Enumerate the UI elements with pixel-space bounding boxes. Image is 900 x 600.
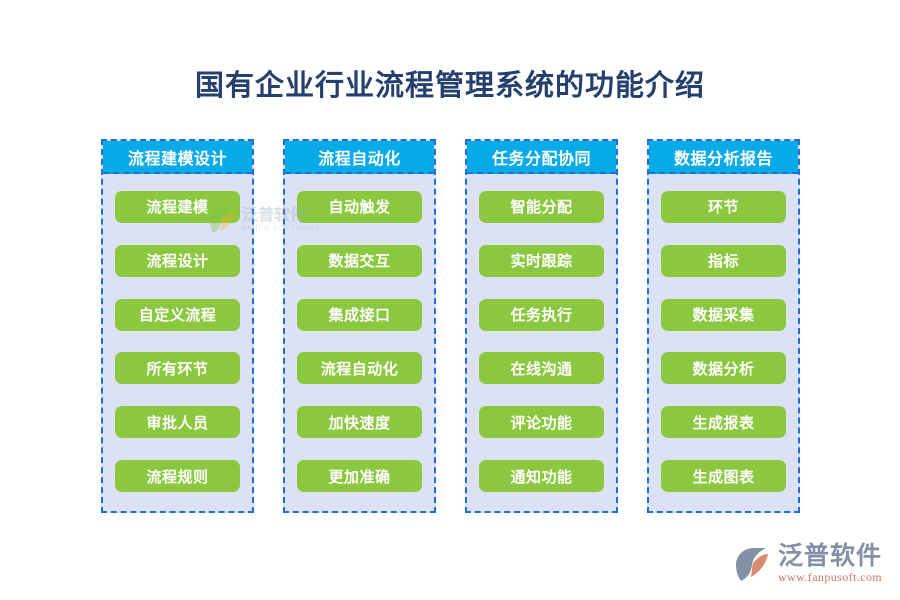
feature-column-1: 流程建模设计 流程建模 流程设计 自定义流程 所有环节 审批人员 流程规则 xyxy=(101,139,254,513)
feature-pill[interactable]: 智能分配 xyxy=(479,190,604,223)
feature-column-3: 任务分配协同 智能分配 实时跟踪 任务执行 在线沟通 评论功能 通知功能 xyxy=(465,139,618,513)
feature-pill[interactable]: 数据交互 xyxy=(297,244,422,277)
feature-pill[interactable]: 自定义流程 xyxy=(115,298,240,331)
column-body-1: 流程建模 流程设计 自定义流程 所有环节 审批人员 流程规则 xyxy=(103,174,252,511)
column-header-4: 数据分析报告 xyxy=(649,141,798,174)
column-body-4: 环节 指标 数据采集 数据分析 生成报表 生成图表 xyxy=(649,174,798,511)
column-body-3: 智能分配 实时跟踪 任务执行 在线沟通 评论功能 通知功能 xyxy=(467,174,616,511)
column-body-2: 自动触发 数据交互 集成接口 流程自动化 加快速度 更加准确 xyxy=(285,174,434,511)
feature-pill[interactable]: 通知功能 xyxy=(479,460,604,493)
feature-pill[interactable]: 所有环节 xyxy=(115,352,240,385)
feature-pill[interactable]: 流程自动化 xyxy=(297,352,422,385)
feature-pill[interactable]: 数据采集 xyxy=(661,298,786,331)
feature-pill[interactable]: 任务执行 xyxy=(479,298,604,331)
feature-pill[interactable]: 生成图表 xyxy=(661,460,786,493)
page-title: 国有企业行业流程管理系统的功能介绍 xyxy=(194,70,705,102)
feature-pill[interactable]: 集成接口 xyxy=(297,298,422,331)
feature-pill[interactable]: 实时跟踪 xyxy=(479,244,604,277)
feature-columns: 流程建模设计 流程建模 流程设计 自定义流程 所有环节 审批人员 流程规则 流程… xyxy=(101,139,800,513)
feature-pill[interactable]: 审批人员 xyxy=(115,406,240,439)
feature-pill[interactable]: 在线沟通 xyxy=(479,352,604,385)
feature-pill[interactable]: 自动触发 xyxy=(297,190,422,223)
column-header-1: 流程建模设计 xyxy=(103,141,252,174)
brand-url: www.fanpusoft.com xyxy=(777,570,882,584)
column-header-3: 任务分配协同 xyxy=(467,141,616,174)
feature-pill[interactable]: 生成报表 xyxy=(661,406,786,439)
feature-pill[interactable]: 加快速度 xyxy=(297,406,422,439)
feature-column-4: 数据分析报告 环节 指标 数据采集 数据分析 生成报表 生成图表 xyxy=(647,139,800,513)
feature-pill[interactable]: 流程建模 xyxy=(115,190,240,223)
fanpu-swoosh-logo-icon xyxy=(732,544,772,584)
feature-pill[interactable]: 更加准确 xyxy=(297,460,422,493)
feature-pill[interactable]: 指标 xyxy=(661,244,786,277)
feature-pill[interactable]: 环节 xyxy=(661,190,786,223)
feature-pill[interactable]: 评论功能 xyxy=(479,406,604,439)
column-header-2: 流程自动化 xyxy=(285,141,434,174)
brand-name: 泛普软件 xyxy=(777,542,882,570)
feature-pill[interactable]: 流程设计 xyxy=(115,244,240,277)
feature-pill[interactable]: 数据分析 xyxy=(661,352,786,385)
brand-logo: 泛普软件 www.fanpusoft.com xyxy=(732,543,882,584)
feature-pill[interactable]: 流程规则 xyxy=(115,460,240,493)
feature-column-2: 流程自动化 自动触发 数据交互 集成接口 流程自动化 加快速度 更加准确 xyxy=(283,139,436,513)
brand-text: 泛普软件 www.fanpusoft.com xyxy=(777,542,882,585)
